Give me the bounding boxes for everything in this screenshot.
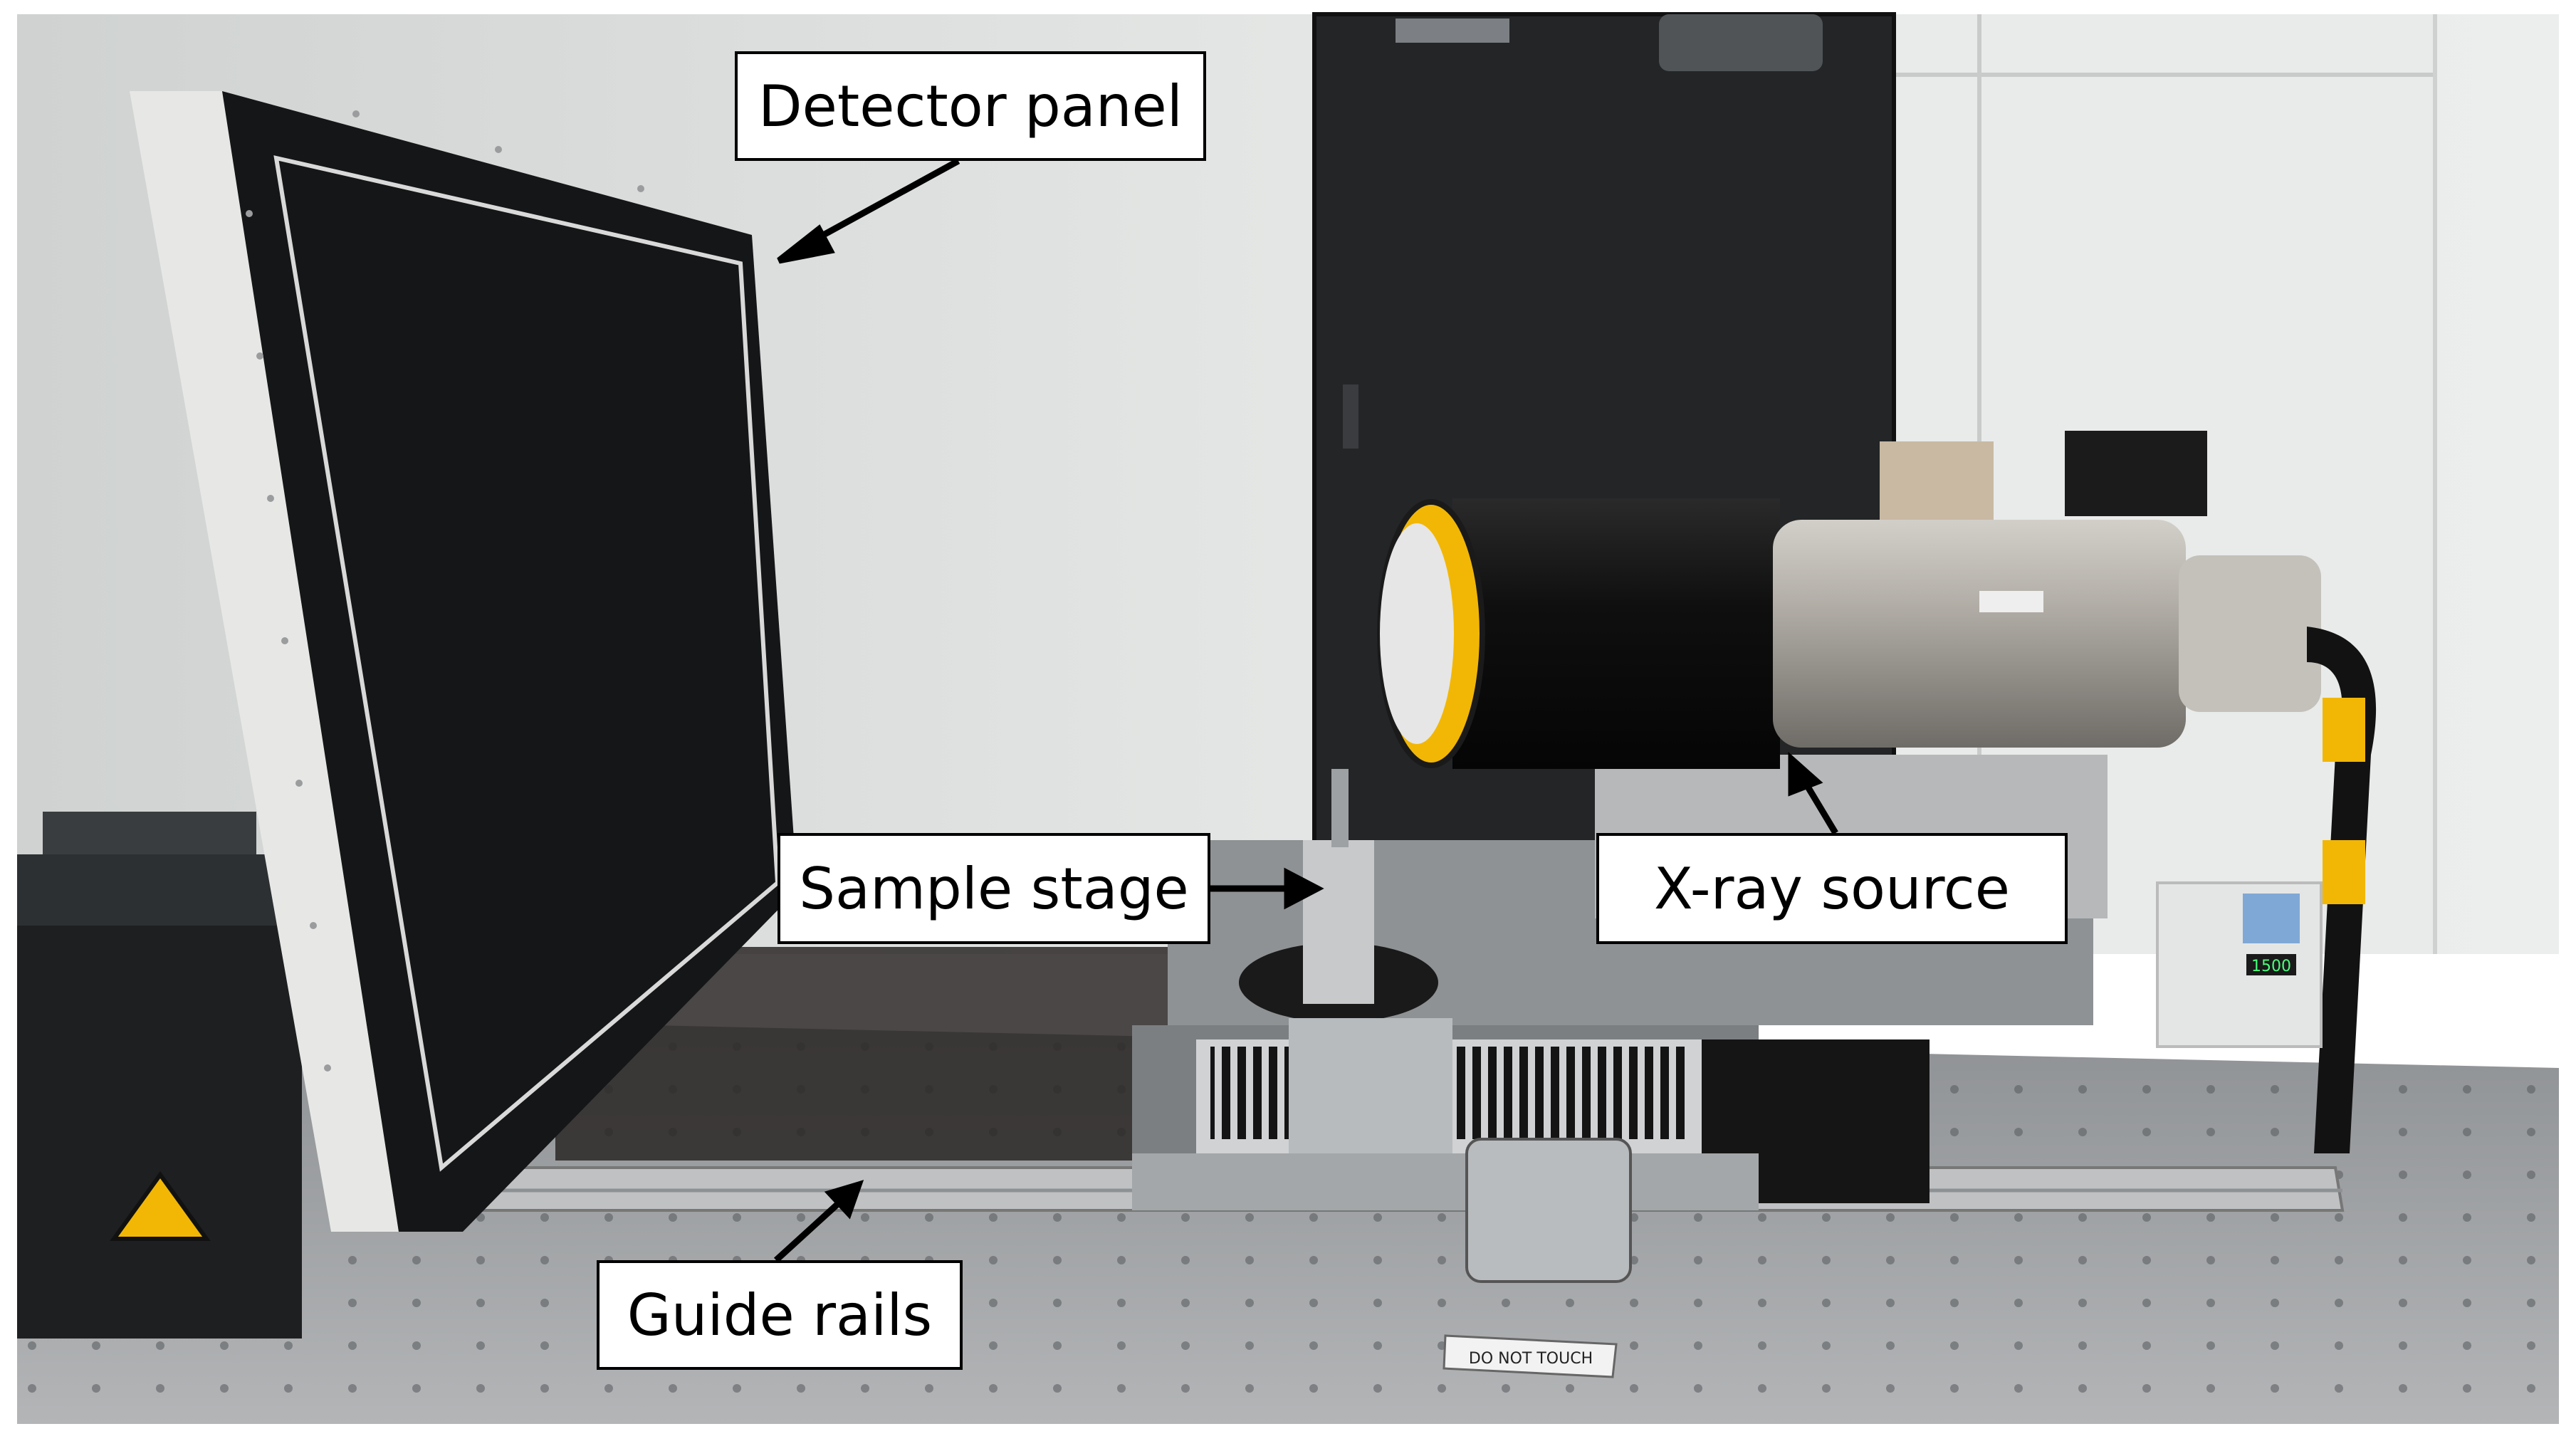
xray-source-label: X-ray source (1596, 833, 2068, 944)
detector-panel-label: Detector panel (735, 51, 1206, 161)
rails-arrow (773, 1199, 843, 1263)
detector-arrow-head (777, 224, 835, 264)
controller-display-text: 1500 (2251, 958, 2291, 975)
rails-arrow-head (824, 1180, 864, 1220)
sample-stage-label: Sample stage (777, 833, 1210, 944)
xray-arrow-head (1788, 751, 1823, 797)
sample-arrow-head (1284, 867, 1324, 910)
do-not-touch-text: DO NOT TOUCH (1469, 1350, 1593, 1368)
xray-source (1377, 431, 2377, 1153)
guide-rails-label: Guide rails (597, 1260, 963, 1370)
left-translation-stage (17, 812, 302, 1339)
do-not-touch-tag: DO NOT TOUCH (1443, 1334, 1618, 1378)
controller-box: 1500 (2156, 881, 2323, 1048)
